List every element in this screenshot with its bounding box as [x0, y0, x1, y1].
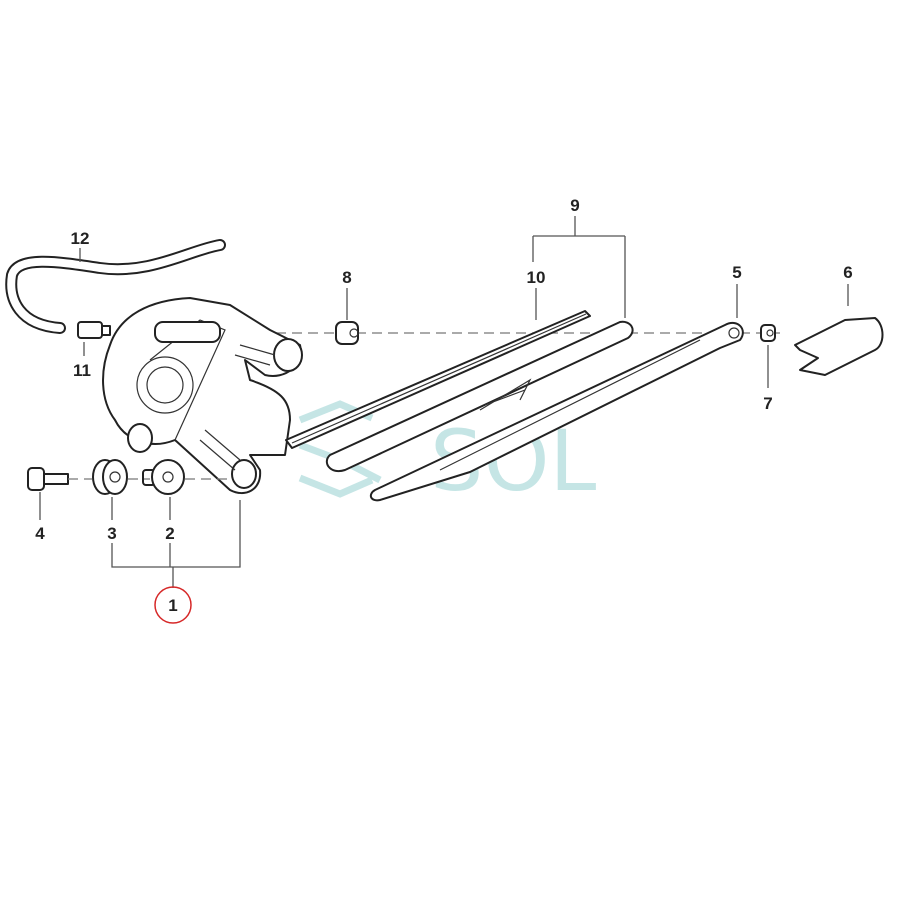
leader-lines [39, 216, 849, 588]
callout-4: 4 [35, 524, 45, 543]
wiper-motor-assembly [102, 297, 303, 495]
callout-12: 12 [71, 229, 90, 248]
callout-6: 6 [843, 263, 852, 282]
callout-10: 10 [527, 268, 546, 287]
grommet-part-3 [92, 459, 128, 495]
cover-cap-part-6 [794, 317, 884, 376]
nut-part-8 [335, 321, 359, 345]
bushing-part-2 [142, 459, 185, 495]
callout-8: 8 [342, 268, 351, 287]
callout-11: 11 [73, 361, 91, 380]
bolt-part-4 [27, 467, 69, 491]
callout-7: 7 [763, 394, 772, 413]
nut-part-7 [760, 324, 776, 342]
callout-9: 9 [570, 196, 579, 215]
connector-part-11 [77, 321, 111, 339]
callout-1: 1 [168, 596, 177, 615]
blade-carrier-part-9 [325, 320, 634, 473]
callout-5: 5 [732, 263, 741, 282]
callout-3: 3 [107, 524, 116, 543]
highlight-circle [154, 586, 192, 624]
callout-2: 2 [165, 524, 174, 543]
